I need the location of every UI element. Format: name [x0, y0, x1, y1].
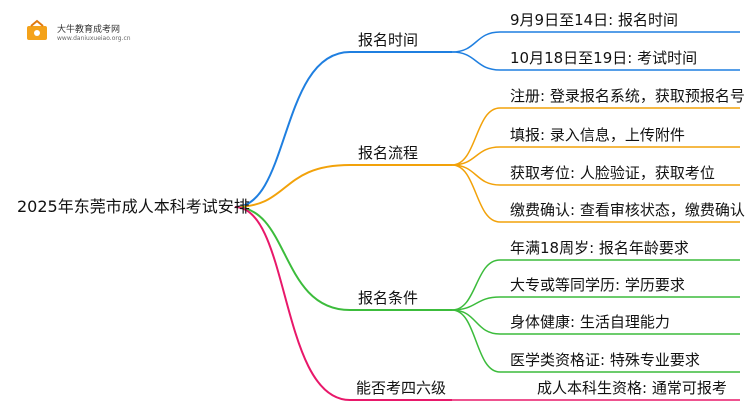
leaf-connector	[451, 51, 501, 71]
leaf-connector	[451, 164, 501, 223]
leaf-label: 获取考位: 人脸验证，获取考位	[510, 164, 715, 182]
leaf-connector	[451, 296, 501, 311]
branch-label: 报名时间	[358, 31, 419, 49]
leaf-label: 年满18周岁: 报名年龄要求	[510, 239, 689, 257]
logo-name: 大牛教育成考网	[57, 25, 121, 35]
leaf-label: 大专或等同学历: 学历要求	[510, 276, 685, 294]
leaf-connector	[451, 31, 501, 53]
branch-connector	[234, 51, 351, 208]
leaf-label: 9月9日至14日: 报名时间	[510, 11, 678, 29]
leaf-connector	[451, 309, 501, 373]
leaf-label: 10月18日至19日: 考试时间	[510, 49, 698, 67]
leaf-label: 注册: 登录报名系统，获取预报名号	[510, 87, 745, 105]
branch-connector	[234, 206, 351, 311]
site-logo: 大牛教育成考网 www.daniuxueiao.org.cn	[22, 18, 172, 48]
branch-connector	[234, 206, 351, 401]
leaf-label: 成人本科生资格: 通常可报考	[537, 379, 727, 397]
root-topic: 2025年东莞市成人本科考试安排	[17, 197, 250, 216]
branch-label: 能否考四六级	[356, 379, 447, 397]
branch-label: 报名流程	[358, 144, 419, 162]
branch-connector	[234, 164, 351, 208]
logo-mark-icon	[27, 19, 47, 40]
logo-url: www.daniuxueiao.org.cn	[57, 35, 131, 42]
leaf-connector	[451, 146, 501, 166]
leaf-label: 填报: 录入信息，上传附件	[510, 126, 685, 144]
leaf-label: 缴费确认: 查看审核状态，缴费确认	[510, 201, 745, 219]
leaf-connector	[451, 164, 501, 186]
branch-label: 报名条件	[358, 289, 419, 307]
leaf-connector	[451, 259, 501, 311]
leaf-label: 身体健康: 生活自理能力	[510, 313, 670, 331]
leaf-label: 医学类资格证: 特殊专业要求	[510, 351, 700, 369]
leaf-connector	[451, 107, 501, 166]
leaf-connector	[451, 309, 501, 335]
